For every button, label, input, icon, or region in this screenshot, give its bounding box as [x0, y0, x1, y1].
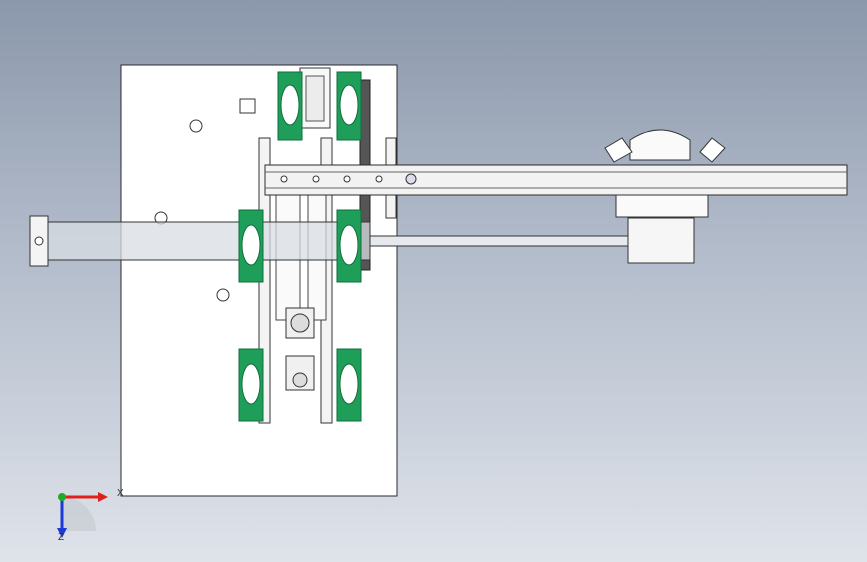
- rail-bolt: [343, 175, 351, 183]
- bearing-mid-left[interactable]: [238, 209, 264, 283]
- pneumatic-cylinder[interactable]: [29, 221, 371, 261]
- bearing-top-right[interactable]: [336, 71, 362, 141]
- rail-bolt: [375, 175, 383, 183]
- bearing-bottom-left[interactable]: [238, 348, 264, 422]
- plate-hole: [189, 119, 203, 133]
- triad-z-label: Z: [58, 532, 64, 543]
- plate-hole: [216, 288, 230, 302]
- gripper-finger-left[interactable]: [604, 137, 633, 163]
- coordinate-triad-icon: [57, 492, 108, 538]
- top-carriage-inner: [305, 75, 325, 122]
- motor-hub-icon: [292, 372, 308, 388]
- plate-square-cutout: [239, 98, 256, 114]
- piston-rod[interactable]: [369, 235, 631, 247]
- rail-bolt: [405, 173, 417, 185]
- bearing-top-left[interactable]: [277, 71, 303, 141]
- bearing-mid-right[interactable]: [336, 209, 362, 283]
- gripper-dome: [629, 129, 691, 161]
- triad-x-label: X: [117, 488, 124, 499]
- gripper-motor[interactable]: [627, 217, 695, 264]
- gripper-finger-right[interactable]: [699, 137, 726, 163]
- gripper-mount: [615, 194, 709, 218]
- linear-rail[interactable]: [264, 164, 848, 196]
- rail-bolt: [280, 175, 288, 183]
- rail-bolt: [312, 175, 320, 183]
- bearing-bottom-right[interactable]: [336, 348, 362, 422]
- coupling-hub-icon: [290, 313, 310, 333]
- end-cap-port: [34, 236, 44, 246]
